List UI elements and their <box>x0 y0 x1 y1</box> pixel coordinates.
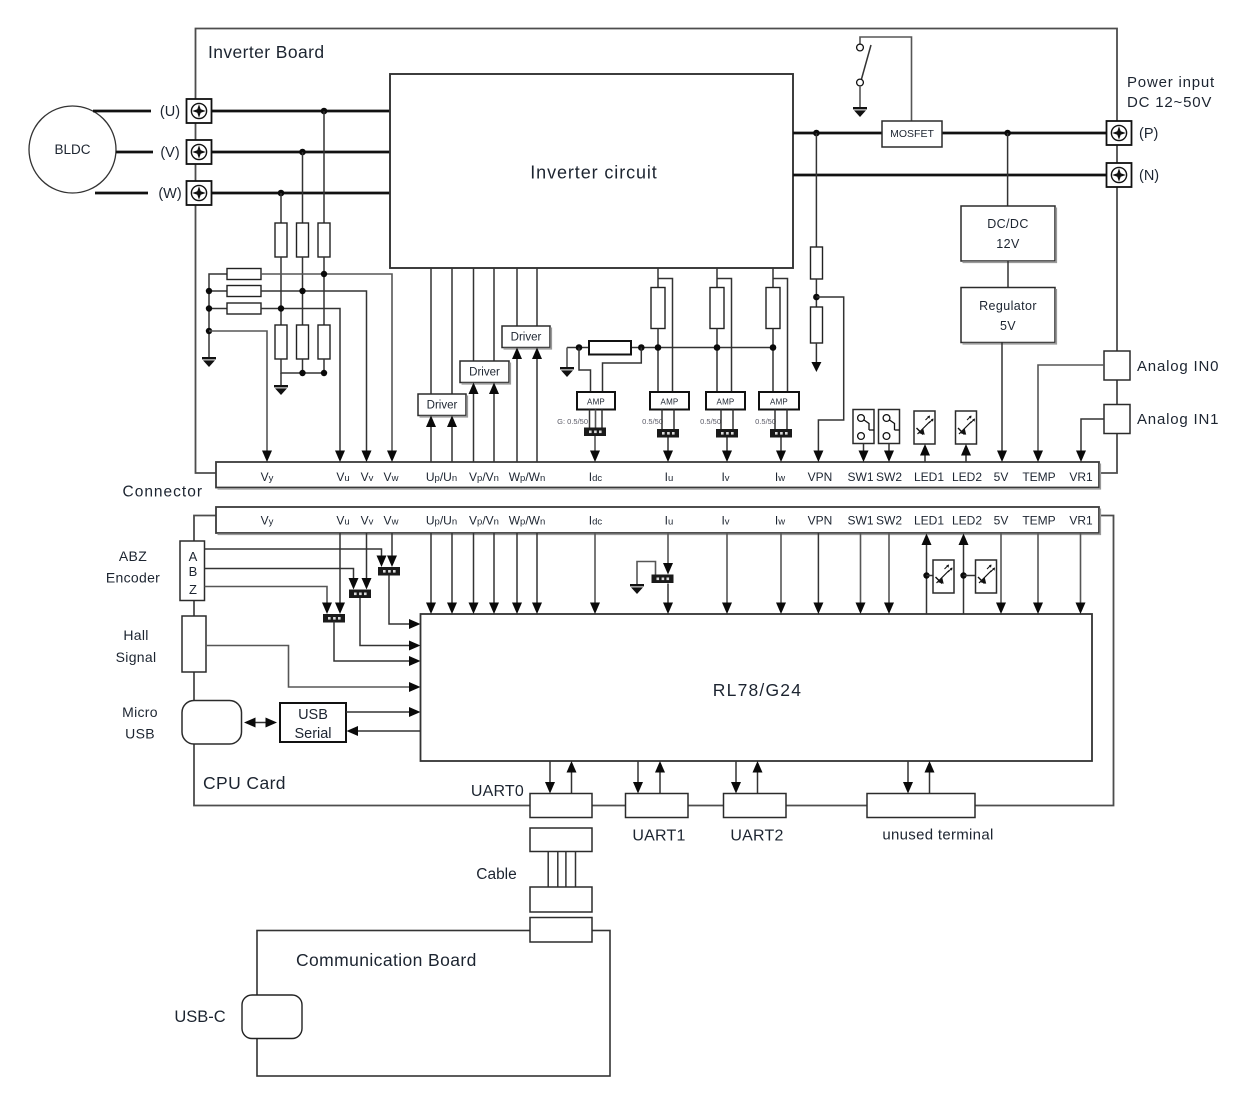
svg-text:5V: 5V <box>994 514 1009 528</box>
svg-text:Analog IN1: Analog IN1 <box>1137 411 1219 428</box>
svg-text:A: A <box>189 549 198 564</box>
svg-text:Idc: Idc <box>589 514 603 528</box>
svg-text:Driver: Driver <box>469 367 500 379</box>
svg-text:Vw: Vw <box>384 514 399 528</box>
svg-text:Driver: Driver <box>427 400 458 412</box>
svg-text:Micro: Micro <box>122 704 158 720</box>
svg-text:Vy: Vy <box>261 470 274 484</box>
svg-text:BLDC: BLDC <box>54 142 90 157</box>
svg-text:Vy: Vy <box>261 514 274 528</box>
svg-text:Vv: Vv <box>361 514 374 528</box>
svg-text:Inverter Board: Inverter Board <box>208 42 325 62</box>
svg-text:5V: 5V <box>1000 319 1016 333</box>
svg-text:Up/Un: Up/Un <box>426 514 457 528</box>
svg-text:(P): (P) <box>1139 126 1158 142</box>
svg-text:B: B <box>189 564 198 579</box>
svg-text:0.5/50: 0.5/50 <box>700 417 721 426</box>
svg-text:Iw: Iw <box>775 470 785 484</box>
svg-text:12V: 12V <box>996 237 1020 251</box>
svg-text:ABZ: ABZ <box>119 548 147 564</box>
svg-text:Signal: Signal <box>116 649 157 665</box>
svg-text:TEMP: TEMP <box>1022 514 1055 528</box>
svg-text:Iw: Iw <box>775 514 785 528</box>
svg-text:G: 0.5/50: G: 0.5/50 <box>557 417 588 426</box>
svg-text:SW2: SW2 <box>876 470 902 484</box>
svg-text:CPU Card: CPU Card <box>203 773 286 793</box>
svg-text:Vu: Vu <box>336 470 349 484</box>
svg-text:Wp/Wn: Wp/Wn <box>509 514 546 528</box>
svg-text:Vp/Vn: Vp/Vn <box>469 470 499 484</box>
svg-text:0.5/50: 0.5/50 <box>755 417 776 426</box>
svg-text:DC 12~50V: DC 12~50V <box>1127 94 1212 111</box>
svg-text:SW1: SW1 <box>847 470 873 484</box>
svg-text:5V: 5V <box>994 470 1009 484</box>
svg-text:LED1: LED1 <box>914 470 944 484</box>
svg-text:Iv: Iv <box>721 470 729 484</box>
svg-text:0.5/50: 0.5/50 <box>642 417 663 426</box>
svg-text:Serial: Serial <box>294 726 331 742</box>
svg-text:MOSFET: MOSFET <box>890 128 934 140</box>
svg-text:AMP: AMP <box>587 398 605 407</box>
svg-text:USB: USB <box>125 726 155 742</box>
svg-text:Analog IN0: Analog IN0 <box>1137 358 1219 375</box>
svg-text:Up/Un: Up/Un <box>426 470 457 484</box>
svg-text:unused terminal: unused terminal <box>882 827 993 844</box>
svg-text:Connector: Connector <box>123 484 204 501</box>
svg-text:UART0: UART0 <box>471 783 524 800</box>
svg-text:Vp/Vn: Vp/Vn <box>469 514 499 528</box>
svg-text:Cable: Cable <box>476 866 517 883</box>
svg-text:(U): (U) <box>160 104 180 120</box>
svg-text:AMP: AMP <box>770 398 788 407</box>
svg-text:Inverter circuit: Inverter circuit <box>530 163 657 183</box>
svg-text:SW1: SW1 <box>847 514 873 528</box>
svg-text:VPN: VPN <box>808 514 833 528</box>
svg-text:UART2: UART2 <box>730 828 783 845</box>
svg-text:AMP: AMP <box>717 398 735 407</box>
svg-text:Iu: Iu <box>665 470 674 484</box>
svg-text:TEMP: TEMP <box>1022 470 1055 484</box>
svg-text:Vw: Vw <box>384 470 399 484</box>
svg-text:LED2: LED2 <box>952 514 982 528</box>
svg-text:Driver: Driver <box>511 332 542 344</box>
svg-text:Hall: Hall <box>123 627 148 643</box>
svg-text:UART1: UART1 <box>632 828 685 845</box>
svg-text:RL78/G24: RL78/G24 <box>713 680 802 700</box>
svg-text:VPN: VPN <box>808 470 833 484</box>
svg-text:SW2: SW2 <box>876 514 902 528</box>
svg-text:USB-C: USB-C <box>174 1008 225 1026</box>
svg-text:VR1: VR1 <box>1069 470 1093 484</box>
svg-text:(V): (V) <box>160 145 179 161</box>
svg-text:Vv: Vv <box>361 470 374 484</box>
svg-text:LED1: LED1 <box>914 514 944 528</box>
svg-text:(N): (N) <box>1139 168 1159 184</box>
svg-text:(W): (W) <box>158 186 181 202</box>
svg-text:AMP: AMP <box>661 398 679 407</box>
svg-text:Power input: Power input <box>1127 74 1215 91</box>
svg-text:DC/DC: DC/DC <box>987 217 1029 231</box>
svg-text:Encoder: Encoder <box>106 570 160 586</box>
svg-text:LED2: LED2 <box>952 470 982 484</box>
svg-text:Communication Board: Communication Board <box>296 950 477 970</box>
svg-text:VR1: VR1 <box>1069 514 1093 528</box>
svg-text:Z: Z <box>189 582 197 597</box>
svg-text:Wp/Wn: Wp/Wn <box>509 470 546 484</box>
svg-text:Iv: Iv <box>721 514 729 528</box>
svg-text:Regulator: Regulator <box>979 299 1037 313</box>
svg-text:Iu: Iu <box>665 514 674 528</box>
svg-text:Vu: Vu <box>336 514 349 528</box>
svg-text:Idc: Idc <box>589 470 603 484</box>
svg-text:USB: USB <box>298 707 328 723</box>
